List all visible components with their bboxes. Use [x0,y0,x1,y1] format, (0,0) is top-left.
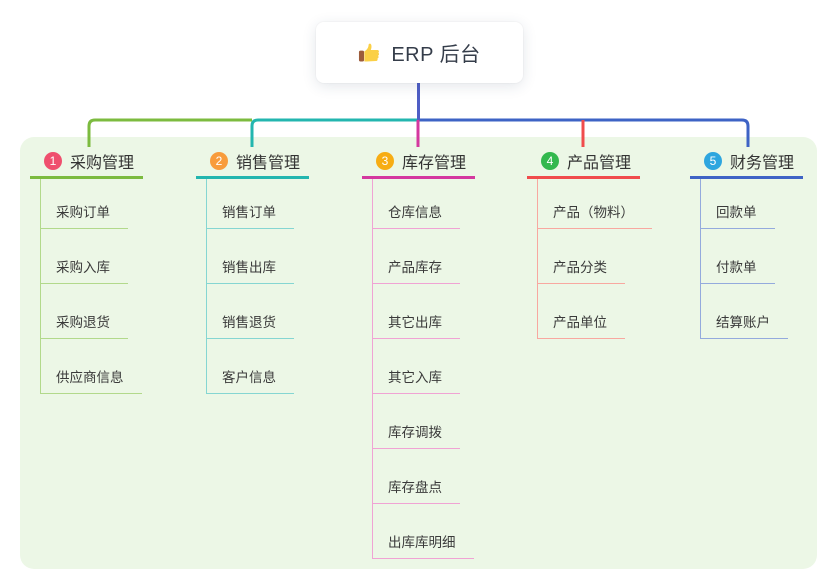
root-node[interactable]: ERP 后台 [316,22,523,83]
branch-4: 4 产品管理 产品（物料）产品分类产品单位 [527,146,652,339]
thumbs-up-icon [358,41,381,64]
child-node[interactable]: 产品分类 [538,229,625,284]
branch-children: 采购订单采购入库采购退货供应商信息 [40,179,142,394]
child-node[interactable]: 库存调拨 [373,394,460,449]
branch-number-badge: 1 [44,152,62,170]
child-node[interactable]: 销售退货 [207,284,294,339]
child-node[interactable]: 仓库信息 [373,179,460,229]
branch-number-badge: 5 [704,152,722,170]
child-node[interactable]: 销售出库 [207,229,294,284]
child-node[interactable]: 回款单 [701,179,775,229]
child-node[interactable]: 产品（物料） [538,179,652,229]
child-node[interactable]: 采购订单 [41,179,128,229]
branch-header[interactable]: 3 库存管理 [362,146,475,179]
branch-5: 5 财务管理 回款单付款单结算账户 [690,146,803,339]
child-node[interactable]: 库存盘点 [373,449,460,504]
child-node[interactable]: 产品单位 [538,284,625,339]
branch-number-badge: 2 [210,152,228,170]
child-node[interactable]: 销售订单 [207,179,294,229]
child-node[interactable]: 结算账户 [701,284,788,339]
branches-background-panel [20,137,817,569]
branch-children: 回款单付款单结算账户 [700,179,788,339]
branch-label: 产品管理 [567,155,632,172]
branch-header[interactable]: 2 销售管理 [196,146,309,179]
branch-header[interactable]: 1 采购管理 [30,146,143,179]
child-node[interactable]: 客户信息 [207,339,294,394]
branch-children: 销售订单销售出库销售退货客户信息 [206,179,294,394]
branch-2: 2 销售管理 销售订单销售出库销售退货客户信息 [196,146,309,394]
branch-3: 3 库存管理 仓库信息产品库存其它出库其它入库库存调拨库存盘点出库库明细 [362,146,475,559]
child-node[interactable]: 其它入库 [373,339,460,394]
child-node[interactable]: 付款单 [701,229,775,284]
child-node[interactable]: 产品库存 [373,229,460,284]
branch-number-badge: 4 [541,152,559,170]
child-node[interactable]: 采购入库 [41,229,128,284]
branch-label: 采购管理 [70,155,135,172]
branch-label: 财务管理 [730,155,795,172]
branch-children: 产品（物料）产品分类产品单位 [537,179,652,339]
branch-children: 仓库信息产品库存其它出库其它入库库存调拨库存盘点出库库明细 [372,179,474,559]
branch-label: 销售管理 [236,155,301,172]
child-node[interactable]: 出库库明细 [373,504,474,559]
branch-header[interactable]: 4 产品管理 [527,146,640,179]
branch-number-badge: 3 [376,152,394,170]
branch-label: 库存管理 [402,155,467,172]
child-node[interactable]: 其它出库 [373,284,460,339]
branch-header[interactable]: 5 财务管理 [690,146,803,179]
child-node[interactable]: 采购退货 [41,284,128,339]
child-node[interactable]: 供应商信息 [41,339,142,394]
root-node-title: ERP 后台 [391,44,481,66]
branch-1: 1 采购管理 采购订单采购入库采购退货供应商信息 [30,146,143,394]
